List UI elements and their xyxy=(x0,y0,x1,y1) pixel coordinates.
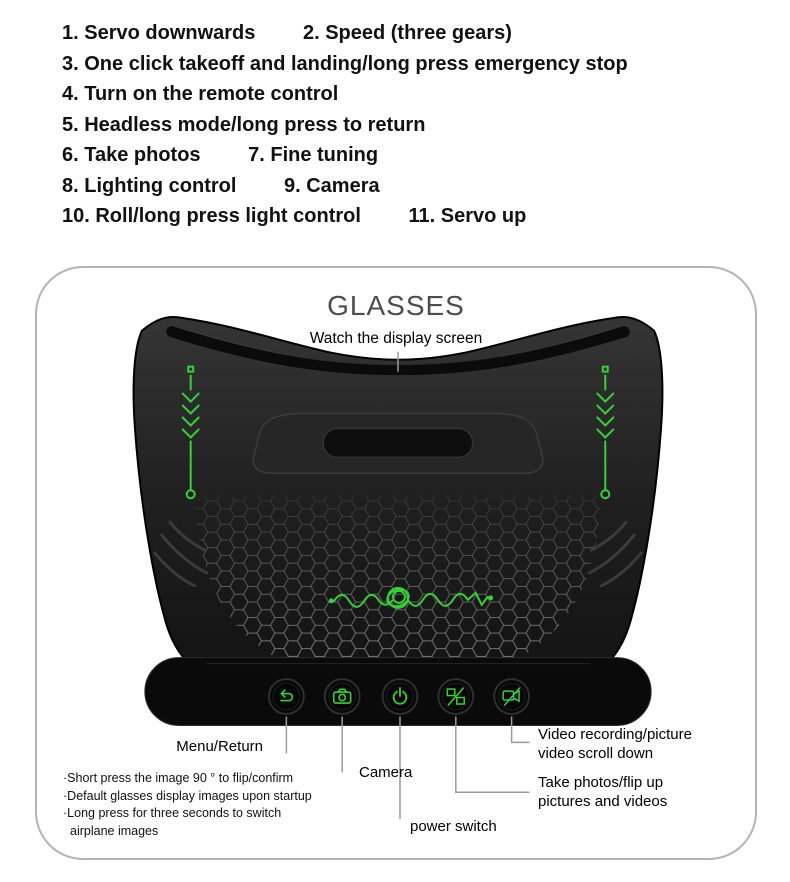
goggles-illustration xyxy=(132,316,664,820)
callout-camera: Camera xyxy=(359,764,413,781)
video-record-icon xyxy=(502,687,521,706)
screen-label: Watch the display screen xyxy=(309,330,483,347)
instruction-item: 4. Turn on the remote control xyxy=(62,83,339,105)
instruction-row: 3. One click takeoff and landing/long pr… xyxy=(62,49,762,80)
squiggle-decoration xyxy=(328,586,494,609)
circuit-decoration-left xyxy=(181,365,200,500)
glasses-panel: GLASSES Watch the display screen xyxy=(35,266,757,860)
goggle-button-power xyxy=(381,678,419,715)
callout-line-video xyxy=(510,716,530,744)
callout-menu-return: Menu/Return xyxy=(176,738,263,755)
note-line: airplane images xyxy=(70,823,159,838)
instruction-row: 5. Headless mode/long press to return xyxy=(62,110,762,141)
instruction-item: 8. Lighting control xyxy=(62,174,237,197)
callout-video-recording: Video recording/picture video scroll dow… xyxy=(538,726,692,762)
instruction-item: 1. Servo downwards xyxy=(62,22,256,44)
power-icon xyxy=(392,687,408,705)
note-line: ·Short press the image 90 ° to flip/conf… xyxy=(63,771,294,785)
callout-take-photos: Take photos/flip up pictures and videos xyxy=(538,774,668,810)
menu-return-icon xyxy=(280,689,294,702)
instruction-item: 6. Take photos xyxy=(62,144,201,166)
goggle-button-take-photos xyxy=(437,678,475,715)
callout-power-switch: power switch xyxy=(410,818,497,835)
instruction-row: 1. Servo downwards 2. Speed (three gears… xyxy=(62,18,762,49)
instruction-item: 2. Speed (three gears) xyxy=(302,22,512,44)
instruction-list: 1. Servo downwards 2. Speed (three gears… xyxy=(62,18,762,232)
goggle-button-camera xyxy=(323,678,361,715)
instruction-item: 5. Headless mode/long press to return xyxy=(62,113,426,136)
scratch-marks xyxy=(153,520,643,588)
goggle-button-menu-return xyxy=(267,678,305,715)
instruction-row: 8. Lighting control 9. Camera xyxy=(62,171,762,202)
instruction-item: 9. Camera xyxy=(284,174,380,197)
instruction-item: 3. One click takeoff and landing/long pr… xyxy=(62,52,628,75)
note-line: ·Default glasses display images upon sta… xyxy=(63,788,312,803)
circuit-decoration-right xyxy=(596,365,615,500)
callout-line-take-photos xyxy=(455,716,530,793)
display-slot xyxy=(322,427,474,459)
take-photos-icon xyxy=(446,687,466,706)
camera-icon xyxy=(332,688,352,704)
instruction-item: 10. Roll/long press light control xyxy=(62,205,361,227)
instruction-row: 6. Take photos 7. Fine tuning xyxy=(62,140,762,171)
instruction-row: 4. Turn on the remote control xyxy=(62,79,762,110)
instruction-item: 7. Fine tuning xyxy=(248,144,379,166)
goggle-button-video-record xyxy=(493,678,531,715)
panel-title: GLASSES xyxy=(327,290,465,321)
callout-lines xyxy=(285,351,530,820)
instruction-item: 11. Servo up xyxy=(408,205,527,227)
goggle-body xyxy=(132,316,664,696)
instruction-row: 10. Roll/long press light control 11. Se… xyxy=(62,201,762,232)
note-line: ·Long press for three seconds to switch xyxy=(63,806,282,820)
notes-block: ·Short press the image 90 ° to flip/conf… xyxy=(63,770,363,840)
